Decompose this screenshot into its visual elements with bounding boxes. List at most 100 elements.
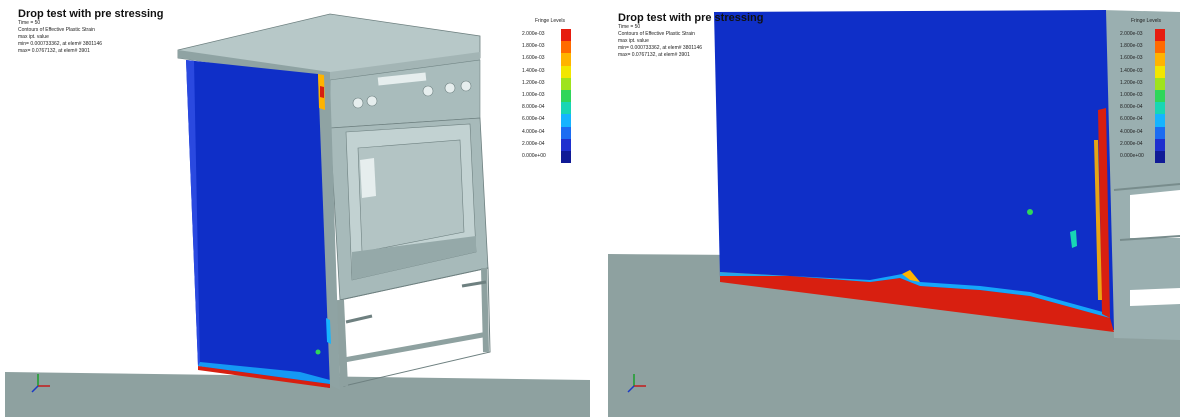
legend-swatch (561, 77, 571, 90)
knob (422, 85, 434, 97)
legend-label: 1.800e-03 (1120, 43, 1143, 50)
legend-row: 0.000e+00 (522, 150, 578, 164)
legend-row: 1.200e-03 (522, 77, 578, 90)
legend-swatch (561, 150, 571, 164)
knob (460, 80, 472, 92)
legend-row: 1.400e-03 (522, 65, 578, 78)
side-panel-contour (186, 60, 330, 388)
legend-title: Fringe Levels (1130, 18, 1161, 24)
right-fringe-legend: Fringe Levels 2.000e-03 1.800e-03 1.600e… (1120, 18, 1172, 164)
info-line: min= 0.000733362, at elem# 3801146 (18, 41, 103, 47)
axis-triad-icon (30, 372, 52, 394)
strain-spot (315, 349, 321, 355)
legend-label: 1.600e-03 (1120, 55, 1143, 62)
legend-swatch (1155, 29, 1165, 42)
frame-rail (345, 314, 373, 324)
right-view-panel: Drop test with pre stressing Time = 50 C… (590, 0, 1180, 417)
legend-swatch (561, 89, 571, 103)
info-line: min= 0.000733362, at elem# 3801146 (618, 45, 703, 51)
right-title: Drop test with pre stressing (618, 12, 764, 24)
strain-edge-band (1098, 108, 1110, 318)
legend-swatch (561, 53, 571, 66)
frame-post (336, 299, 348, 387)
knob (352, 97, 364, 109)
strain-spot (320, 86, 324, 98)
legend-title: Fringe Levels (534, 18, 565, 24)
legend-row: 1.600e-03 (1120, 53, 1172, 66)
info-line: Contours of Effective Plastic Strain (18, 27, 95, 33)
plastic-strain-band (720, 272, 1114, 332)
left-title: Drop test with pre stressing (18, 8, 164, 20)
display-window (377, 72, 427, 86)
legend-row: 4.000e-04 (522, 126, 578, 139)
axis-triad-icon (626, 372, 648, 394)
legend-swatch (1155, 102, 1165, 115)
legend-label: 1.800e-03 (522, 43, 545, 50)
info-line: Time = 50 (18, 20, 41, 26)
legend-label: 6.000e-04 (522, 116, 545, 123)
strain-transition-band (720, 272, 1110, 318)
legend-row: 2.000e-04 (522, 138, 578, 151)
strain-transition-band (198, 362, 330, 384)
frame-rail (1119, 235, 1180, 241)
legend-label: 0.000e+00 (1120, 152, 1144, 159)
legend-swatch (561, 65, 571, 78)
knob (366, 95, 378, 107)
legend-label: 1.000e-03 (522, 91, 545, 98)
oven-inner-wall (357, 139, 465, 253)
legend-label: 8.000e-04 (522, 104, 545, 111)
legend-swatch (561, 114, 571, 127)
oven-floor (352, 236, 476, 280)
info-line: Time = 50 (618, 24, 641, 30)
legend-swatch (1155, 126, 1165, 139)
legend-row: 1.400e-03 (1120, 65, 1172, 78)
legend-row: 6.000e-04 (522, 114, 578, 127)
left-view-panel: Drop test with pre stressing Time = 50 C… (5, 8, 590, 417)
info-line: max ipt. value (18, 34, 49, 40)
left-fringe-legend: Fringe Levels 2.000e-03 1.800e-03 1.600e… (522, 18, 578, 164)
legend-swatch (561, 126, 571, 139)
side-panel-edge (186, 60, 200, 366)
legend-row: 1.000e-03 (1120, 89, 1172, 103)
knob (444, 82, 456, 94)
side-panel-contour (714, 10, 1114, 330)
frame-rail (1113, 183, 1180, 191)
legend-label: 1.000e-03 (1120, 91, 1143, 98)
legend-label: 1.600e-03 (522, 55, 545, 62)
right-header: Drop test with pre stressing Time = 50 C… (618, 12, 763, 59)
legend-label: 2.000e-04 (1120, 140, 1143, 147)
legend-swatch (1155, 114, 1165, 127)
strain-spot (1027, 209, 1033, 215)
legend-row: 1.600e-03 (522, 53, 578, 66)
legend-row: 8.000e-04 (1120, 102, 1172, 115)
legend-label: 1.200e-03 (522, 79, 545, 86)
info-line: max ipt. value (618, 38, 649, 44)
info-line: Contours of Effective Plastic Strain (618, 31, 695, 37)
strain-spot (326, 318, 331, 344)
frame-rail (461, 280, 487, 288)
legend-label: 1.200e-03 (1120, 79, 1143, 86)
legend-row: 1.800e-03 (1120, 41, 1172, 54)
legend-swatch (1155, 53, 1165, 66)
legend-swatch (1155, 89, 1165, 103)
legend-row: 2.000e-03 (1120, 29, 1172, 42)
plastic-strain-band (198, 366, 330, 388)
legend-swatch (561, 138, 571, 151)
legend-row: 2.000e-03 (522, 29, 578, 42)
left-fe-model-view (5, 13, 590, 417)
legend-swatch (561, 41, 571, 54)
strain-spot (902, 270, 920, 282)
legend-swatch (1155, 41, 1165, 54)
legend-row: 6.000e-04 (1120, 114, 1172, 127)
legend-label: 6.000e-04 (1120, 116, 1143, 123)
info-line: max= 0.0767132, at elem# 3901 (618, 52, 690, 58)
legend-row: 1.200e-03 (1120, 77, 1172, 90)
floor-plane (5, 372, 590, 417)
legend-row: 1.800e-03 (522, 41, 578, 54)
legend-row: 8.000e-04 (522, 102, 578, 115)
legend-row: 0.000e+00 (1120, 150, 1172, 164)
legend-swatch (1155, 150, 1165, 164)
frame-opening (1130, 190, 1180, 238)
legend-label: 2.000e-03 (1120, 31, 1143, 37)
legend-row: 4.000e-04 (1120, 126, 1172, 139)
